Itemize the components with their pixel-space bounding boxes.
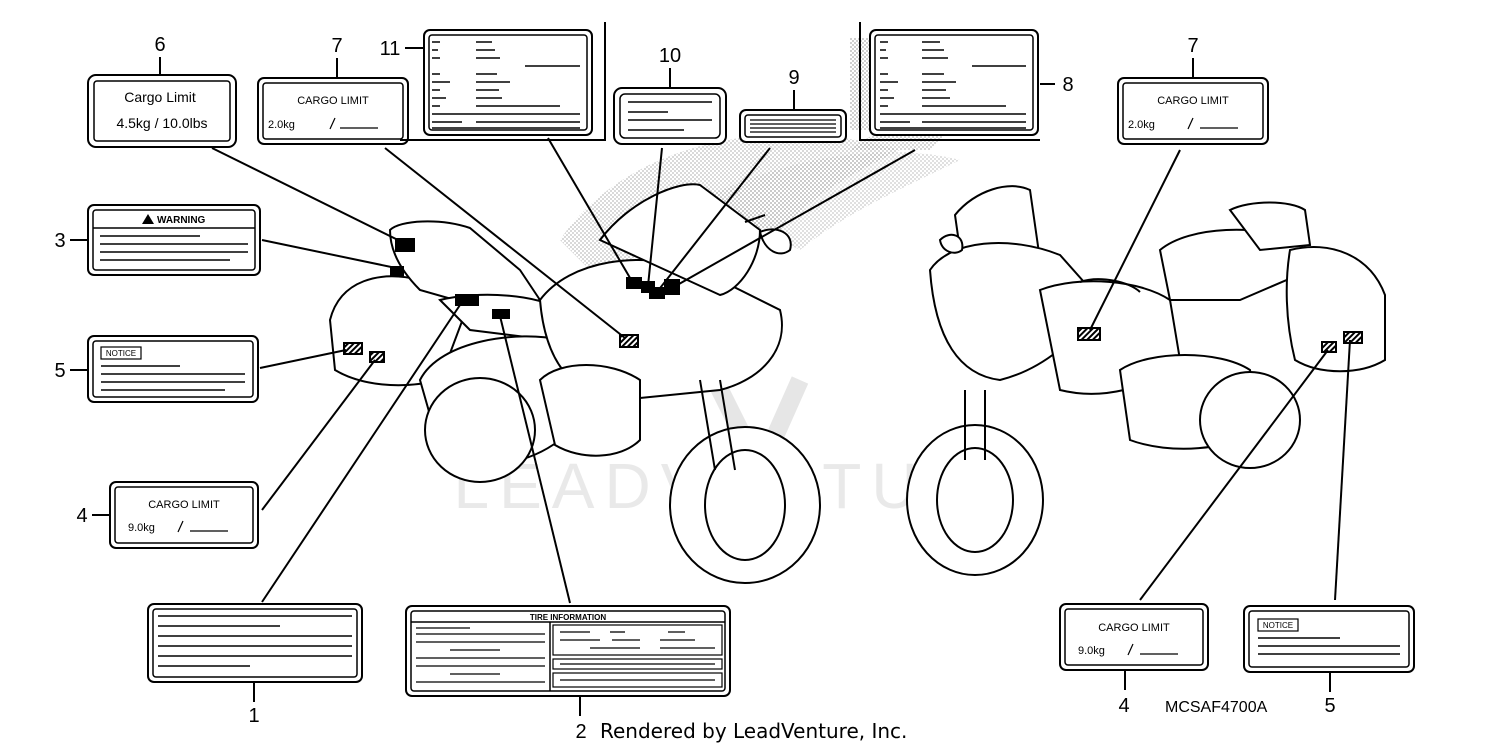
warning-title: WARNING (157, 215, 206, 226)
callout-4-right: 4 (1118, 695, 1129, 717)
bike-label-1 (455, 294, 479, 306)
bike-right-label-5 (1343, 331, 1363, 344)
callout-6: 6 (154, 34, 165, 56)
label-11[interactable] (400, 22, 606, 141)
label-10[interactable] (613, 87, 727, 145)
bike-label-9 (649, 287, 665, 299)
cargo-4r-title: CARGO LIMIT (1098, 622, 1170, 634)
leader-lines (211, 137, 1351, 604)
bike-right-label-4 (1321, 341, 1337, 353)
callout-8: 8 (1062, 74, 1073, 96)
cargo-6-value: 4.5kg / 10.0lbs (116, 115, 207, 131)
tire-info-title: TIRE INFORMATION (530, 613, 607, 622)
cargo-7r-value: 2.0kg (1128, 119, 1155, 131)
cargo-4-title: CARGO LIMIT (148, 499, 220, 511)
callout-2: 2 (575, 721, 586, 743)
label-cargo-limit-7[interactable]: CARGO LIMIT 2.0kg (257, 77, 409, 145)
callout-7-left: 7 (331, 35, 342, 57)
callout-1: 1 (248, 705, 259, 727)
cargo-4r-value: 9.0kg (1078, 645, 1105, 657)
callout-7-right: 7 (1187, 35, 1198, 57)
label-9[interactable] (739, 109, 847, 143)
credit-text: Rendered by LeadVenture, Inc. (600, 719, 907, 743)
callout-9: 9 (788, 67, 799, 89)
label-warning-3[interactable]: WARNING (87, 204, 261, 276)
cargo-7-value: 2.0kg (268, 119, 295, 131)
bike-label-3 (395, 238, 415, 252)
part-code: MCSAF4700A (1165, 699, 1268, 716)
label-1[interactable] (147, 603, 363, 683)
cargo-7-title: CARGO LIMIT (297, 95, 369, 107)
motorcycle-left (328, 183, 821, 584)
bike-label-4 (369, 351, 385, 363)
callout-4-left: 4 (76, 505, 87, 527)
cargo-6-title: Cargo Limit (124, 89, 196, 105)
callout-10: 10 (659, 45, 681, 67)
label-notice-5[interactable]: NOTICE (87, 335, 259, 403)
callout-numbers: 6 7 11 10 9 8 7 3 5 4 1 2 4 5 (54, 34, 1335, 743)
bike-label-5 (343, 342, 363, 355)
callout-5-right: 5 (1324, 695, 1335, 717)
bike-label-6 (390, 266, 404, 276)
notice-left-text: NOTICE (106, 349, 136, 358)
bike-right-label-7 (1077, 327, 1101, 341)
label-cargo-limit-6[interactable]: Cargo Limit 4.5kg / 10.0lbs (87, 74, 237, 148)
notice-right-text: NOTICE (1263, 621, 1293, 630)
bike-label-11 (626, 277, 642, 289)
label-notice-5-right[interactable]: NOTICE (1243, 605, 1415, 673)
label-tire-information-2[interactable]: TIRE INFORMATION (405, 605, 731, 697)
label-8[interactable] (859, 22, 1055, 141)
callout-3: 3 (54, 230, 65, 252)
cargo-4-value: 9.0kg (128, 522, 155, 534)
label-cargo-limit-7-right[interactable]: CARGO LIMIT 2.0kg (1117, 77, 1269, 145)
label-cargo-limit-4[interactable]: CARGO LIMIT 9.0kg (109, 481, 259, 549)
label-cargo-limit-4-right[interactable]: CARGO LIMIT 9.0kg (1059, 603, 1209, 671)
cargo-7r-title: CARGO LIMIT (1157, 95, 1229, 107)
callout-5-left: 5 (54, 360, 65, 382)
warning-triangle-icon (142, 214, 154, 224)
callout-11: 11 (380, 38, 401, 60)
motorcycle-right (906, 185, 1386, 576)
